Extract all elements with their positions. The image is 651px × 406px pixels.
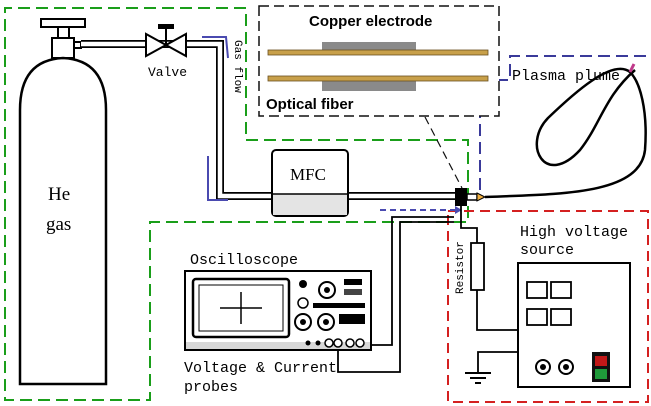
jet-outlet-cone (476, 192, 487, 202)
gas-flow-arrow-top (202, 36, 229, 59)
osc-connector-2 (315, 340, 321, 346)
tube-wall-bottom (267, 75, 489, 82)
hv-source-label-line1: High voltage (520, 224, 628, 241)
osc-knob-5-center (323, 319, 329, 325)
copper-electrode-bottom (322, 80, 416, 91)
copper-electrode-label: Copper electrode (309, 13, 432, 30)
resistor-to-source-wire (476, 290, 518, 331)
probe-wire-1 (360, 216, 454, 346)
gas-flow-arrowhead (455, 206, 462, 214)
electrode-inset-box (258, 5, 500, 117)
inset-leader-line (424, 116, 463, 189)
osc-switch-row (313, 303, 365, 308)
hv-display-1a (526, 281, 548, 299)
cylinder-outlet (73, 41, 82, 49)
gas-flow-arrow-side (207, 156, 228, 201)
high-voltage-region (447, 210, 649, 403)
osc-connector-6 (355, 338, 365, 348)
resistor (470, 242, 485, 291)
oscilloscope-label: Oscilloscope (190, 252, 298, 269)
optical-fiber-coil (484, 67, 647, 199)
hv-indicator-red (595, 356, 607, 366)
gas-cylinder-body (18, 56, 108, 386)
jet-nozzle-tip (466, 193, 478, 201)
valve-stem (57, 26, 70, 39)
hv-source-label-line2: source (520, 242, 574, 259)
osc-connector-5 (345, 338, 355, 348)
oscilloscope-base (186, 342, 370, 349)
optical-fiber-label: Optical fiber (266, 96, 354, 113)
hv-display-2b (550, 308, 572, 326)
osc-panel-block (339, 314, 365, 324)
plasma-plume-label: Plasma plume (512, 68, 620, 85)
osc-knob-2-center (324, 287, 330, 293)
hv-display-1b (550, 281, 572, 299)
hv-indicator-green (595, 369, 607, 379)
osc-connector-3 (324, 338, 334, 348)
osc-connector-4 (333, 338, 343, 348)
cylinder-neck (51, 37, 75, 59)
osc-buttons-row-1 (344, 279, 362, 285)
valve-body-right (163, 32, 187, 58)
osc-knob-3 (297, 297, 309, 309)
valve-body (145, 32, 169, 58)
osc-connector-1 (305, 340, 311, 346)
gas-label: gas (46, 214, 71, 235)
mfc-label: MFC (290, 165, 326, 184)
resistor-label: Resistor (455, 241, 467, 294)
probes-label-line2: probes (184, 379, 238, 396)
ground-wire (477, 351, 518, 372)
hv-display-2a (526, 308, 548, 326)
gas-supply-region (4, 7, 469, 401)
he-label: He (48, 184, 70, 205)
hv-knob-2-center (563, 364, 569, 370)
fiber-tip (628, 63, 636, 73)
probes-label-line1: Voltage & Current (184, 360, 337, 377)
osc-knob-4-center (300, 319, 306, 325)
gas-flow-label: Gas flow (231, 40, 243, 93)
valve-label: Valve (148, 65, 187, 80)
valve-knob (158, 24, 174, 29)
jet-nozzle (455, 188, 467, 206)
osc-buttons-row-2 (344, 289, 362, 295)
mfc-lower-panel (273, 194, 347, 215)
osc-knob-1 (299, 280, 307, 288)
tube-wall-top (267, 49, 489, 56)
valve-handle (40, 18, 86, 28)
copper-electrode-top (322, 42, 416, 52)
probe-wire-2 (337, 221, 454, 373)
hv-knob-1-center (540, 364, 546, 370)
